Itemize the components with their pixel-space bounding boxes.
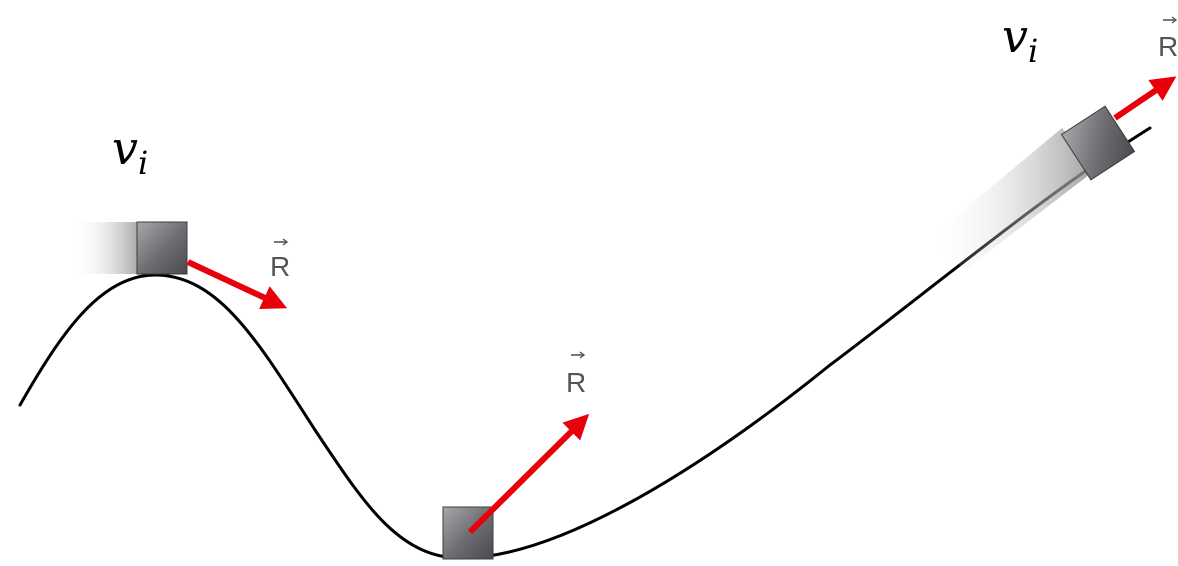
- motion-trail: [72, 222, 140, 274]
- svg-text:vi: vi: [1002, 9, 1038, 70]
- force-label-valley: R: [566, 351, 586, 398]
- block-incline-top: [930, 105, 1136, 270]
- svg-text:vi: vi: [112, 121, 148, 182]
- force-symbol: R: [270, 251, 290, 282]
- velocity-label-hilltop: vi: [112, 121, 148, 182]
- force-label-hilltop: R: [270, 238, 290, 282]
- velocity-symbol: v: [1002, 9, 1028, 63]
- force-arrow-incline: [1113, 76, 1177, 121]
- force-arrow-hilltop: [186, 259, 288, 310]
- force-arrow-valley: [467, 413, 590, 535]
- vector-tip: [282, 238, 289, 246]
- velocity-label-incline: vi: [1002, 9, 1038, 70]
- vector-tip: [1171, 16, 1178, 24]
- vector-tip: [579, 351, 586, 359]
- velocity-subscript: i: [138, 144, 148, 182]
- block-body: [136, 221, 188, 275]
- force-symbol: R: [566, 367, 586, 398]
- block-body: [1060, 105, 1136, 181]
- force-symbol: R: [1158, 31, 1178, 62]
- block-hilltop: [72, 221, 188, 275]
- force-label-incline: R: [1158, 16, 1178, 62]
- velocity-subscript: i: [1028, 32, 1038, 70]
- motion-trail: [930, 128, 1098, 270]
- track-curve: [18, 126, 1152, 560]
- velocity-symbol: v: [112, 121, 138, 175]
